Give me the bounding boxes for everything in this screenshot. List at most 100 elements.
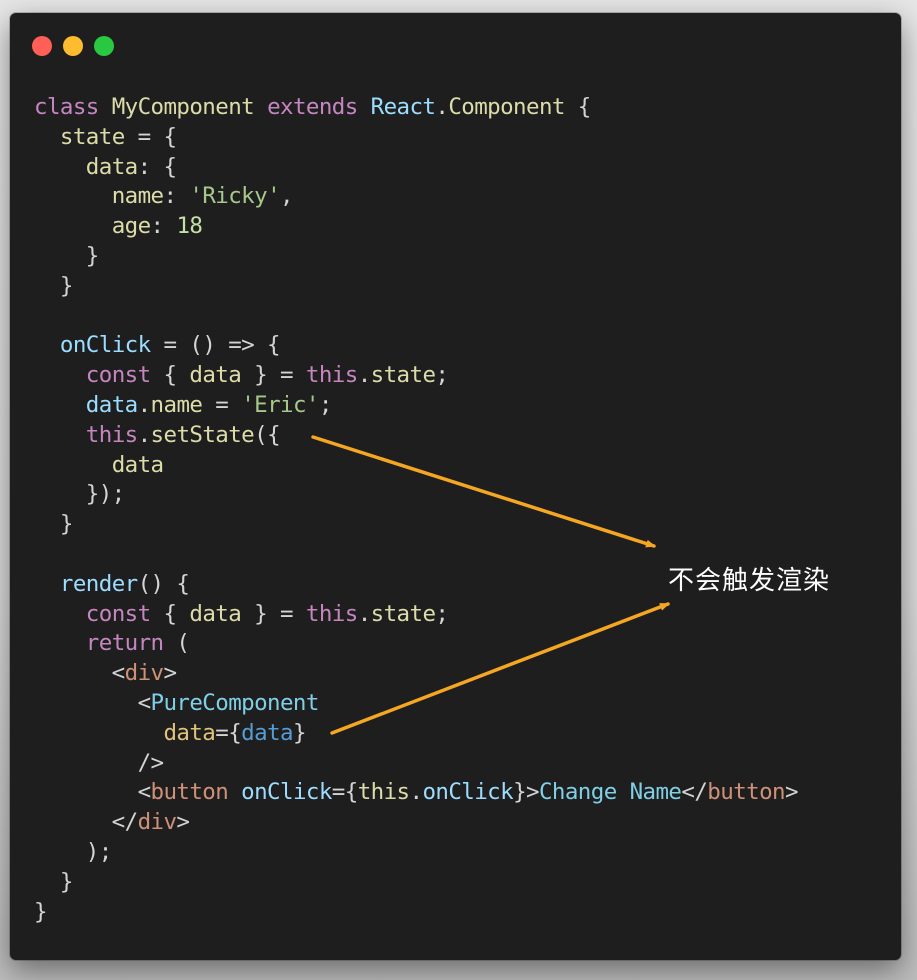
code-line: state = { — [34, 123, 798, 153]
code-token: . — [409, 779, 423, 806]
code-token: Change Name — [538, 779, 682, 806]
code-token: } = — [241, 362, 306, 389]
code-token: ( — [163, 630, 190, 657]
code-token: . — [435, 94, 449, 120]
code-token: const — [85, 362, 151, 389]
code-token: onClick — [422, 779, 514, 806]
code-token: } = — [241, 600, 306, 627]
code-token: data — [85, 391, 138, 418]
code-token: } — [34, 511, 74, 538]
maximize-dot-icon[interactable] — [94, 36, 114, 56]
code-line: data={data} — [34, 719, 798, 749]
code-token: < — [34, 779, 152, 806]
code-line: name: 'Ricky', — [34, 182, 798, 212]
code-token: div — [137, 809, 177, 836]
code-line: const { data } = this.state; — [34, 600, 798, 630]
code-token: : — [150, 213, 177, 240]
code-line: } — [34, 272, 798, 302]
code-token: </ — [34, 809, 139, 836]
code-token: , — [280, 183, 294, 210]
code-token: PureComponent — [150, 689, 320, 716]
code-token: . — [137, 391, 152, 418]
annotation-arrow — [311, 435, 656, 548]
code-line: age: 18 — [34, 212, 798, 242]
code-token: ; — [435, 362, 449, 389]
code-token: data — [163, 719, 216, 746]
code-token: this — [85, 421, 138, 448]
code-token: onClick — [59, 332, 151, 359]
code-block: class MyComponent extends React.Componen… — [34, 93, 799, 927]
code-token: name — [111, 183, 164, 210]
code-line: data — [34, 451, 798, 481]
code-line: this.setState({ — [34, 421, 798, 451]
code-token: < — [34, 660, 126, 687]
code-line: ); — [34, 838, 798, 868]
code-line: const { data } = this.state; — [34, 361, 798, 391]
code-token: 'Ricky' — [189, 183, 281, 210]
code-token: : { — [137, 153, 177, 180]
code-token: state — [370, 362, 436, 389]
code-line: } — [34, 510, 798, 540]
code-token: this — [305, 362, 358, 389]
code-token: ); — [34, 838, 113, 865]
code-token: { — [150, 600, 190, 627]
code-token: ({ — [254, 421, 281, 448]
code-token: button — [150, 779, 229, 806]
code-token: onClick — [241, 779, 332, 806]
code-token: . — [137, 421, 152, 448]
code-token: state — [370, 600, 436, 627]
code-token: return — [85, 630, 164, 657]
code-token: = () => { — [150, 332, 280, 359]
code-line: class MyComponent extends React.Componen… — [34, 93, 798, 123]
annotation-arrow — [330, 602, 670, 735]
code-token: this — [305, 600, 358, 627]
code-token: data — [241, 719, 293, 746]
code-token: Component — [448, 94, 565, 120]
code-token: { — [564, 94, 592, 120]
code-line: } — [34, 868, 798, 898]
code-window: class MyComponent extends React.Componen… — [10, 13, 901, 960]
code-token: data — [111, 451, 164, 478]
code-token: data — [189, 600, 242, 627]
traffic-lights — [32, 36, 114, 56]
code-token: this — [357, 779, 410, 806]
code-token: button — [707, 779, 785, 806]
code-token: const — [85, 600, 151, 627]
code-token: setState — [150, 421, 255, 448]
code-token: } — [292, 719, 307, 746]
code-line: onClick = () => { — [34, 331, 798, 361]
code-line: data.name = 'Eric'; — [34, 391, 798, 421]
code-token: render — [59, 570, 138, 597]
code-token: ; — [318, 391, 333, 418]
code-token: name — [150, 391, 203, 418]
code-line: <PureComponent — [34, 689, 798, 719]
annotation-label: 不会触发渲染 — [668, 566, 831, 596]
code-line: }); — [34, 480, 798, 510]
code-token: ={ — [331, 779, 359, 806]
code-token: React — [370, 94, 436, 120]
code-token: > — [163, 660, 177, 687]
code-token: > — [176, 809, 190, 836]
code-line: ​ — [34, 302, 798, 332]
minimize-dot-icon[interactable] — [63, 36, 83, 56]
code-line: return ( — [34, 629, 798, 659]
code-token: extends — [267, 94, 358, 120]
code-token: . — [357, 362, 372, 389]
code-token: ={ — [215, 719, 242, 746]
code-token: ; — [435, 600, 449, 627]
close-dot-icon[interactable] — [32, 36, 52, 56]
code-token: </ — [681, 779, 708, 806]
code-token: = — [202, 391, 242, 418]
code-token: () { — [137, 570, 190, 597]
code-line: } — [34, 242, 798, 272]
code-token: }> — [513, 779, 540, 806]
code-token: class — [34, 94, 99, 120]
code-token: > — [784, 779, 799, 806]
code-token: } — [34, 242, 100, 269]
code-line: ​ — [34, 540, 798, 570]
code-token: { — [150, 362, 190, 389]
code-token: } — [34, 898, 48, 925]
code-token: state — [59, 123, 125, 150]
code-token: /> — [34, 749, 165, 776]
